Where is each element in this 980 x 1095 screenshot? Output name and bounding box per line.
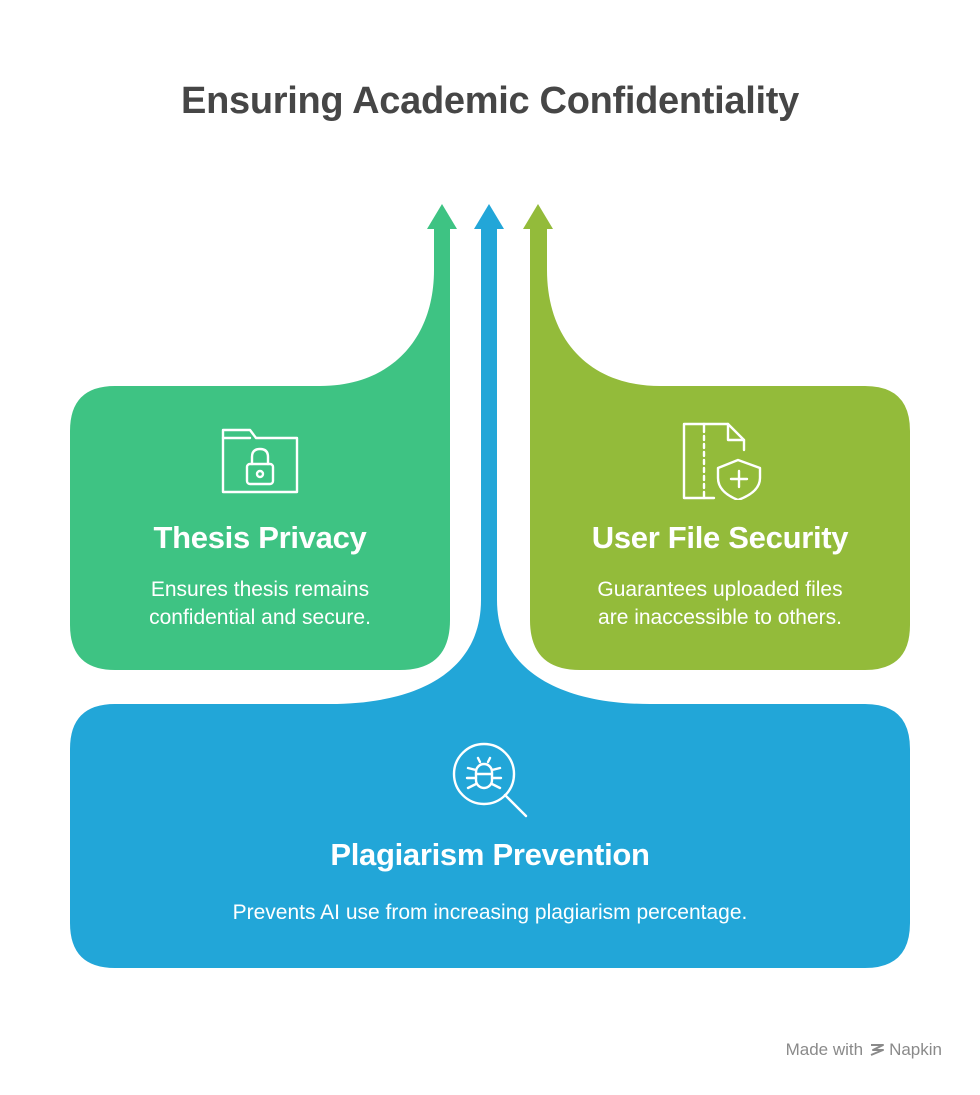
bug-search-icon (452, 742, 528, 818)
user-file-security-card: User File Security Guarantees uploaded f… (530, 520, 910, 632)
desc-line: are inaccessible to others. (598, 606, 842, 629)
desc-line: confidential and secure. (149, 606, 371, 629)
made-with-napkin-footer[interactable]: Made with Napkin (786, 1040, 942, 1060)
napkin-label: Napkin (889, 1040, 942, 1059)
thesis-privacy-title: Thesis Privacy (153, 520, 367, 555)
user-file-security-desc: Guarantees uploaded files are inaccessib… (530, 576, 910, 632)
plagiarism-prevention-card: Plagiarism Prevention Prevents AI use fr… (70, 837, 910, 927)
folder-lock-icon (221, 428, 299, 494)
desc-line: Guarantees uploaded files (597, 578, 843, 601)
file-shield-icon (682, 422, 762, 500)
desc-line: Prevents AI use from increasing plagiari… (232, 901, 748, 924)
user-file-security-shape (523, 204, 910, 670)
made-with-label: Made with (785, 1040, 864, 1059)
plagiarism-prevention-title: Plagiarism Prevention (330, 837, 650, 872)
user-file-security-title: User File Security (591, 520, 849, 555)
plagiarism-prevention-shape (70, 204, 910, 968)
napkin-brand: Napkin (869, 1040, 942, 1060)
page-title: Ensuring Academic Confidentiality (181, 80, 799, 122)
napkin-logo-icon (870, 1044, 885, 1056)
desc-line: Ensures thesis remains (150, 578, 370, 601)
thesis-privacy-desc: Ensures thesis remains confidential and … (70, 576, 450, 632)
plagiarism-prevention-desc: Prevents AI use from increasing plagiari… (70, 899, 910, 927)
thesis-privacy-card: Thesis Privacy Ensures thesis remains co… (70, 520, 450, 632)
